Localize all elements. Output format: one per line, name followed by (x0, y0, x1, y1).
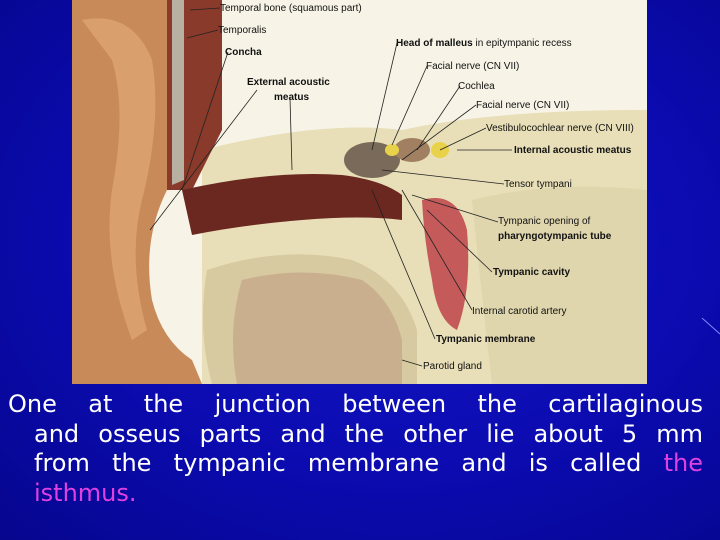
label-facial-nerve-1: Facial nerve (CN VII) (426, 61, 520, 72)
label-cochlea: Cochlea (458, 81, 495, 92)
slide-caption: One at the junction between the cartilag… (8, 390, 703, 508)
label-tensor-tympani: Tensor tympani (504, 179, 572, 190)
label-concha: Concha (225, 47, 262, 58)
label-parotid-gland: Parotid gland (423, 361, 482, 372)
label-vestibulocochlear: Vestibulocochlear nerve (CN VIII) (486, 123, 634, 134)
label-head-of-malleus: Head of malleus in epitympanic recess (396, 38, 572, 49)
label-tympanic-opening-1: Tympanic opening of (498, 216, 591, 227)
caption-line-2: and osseus parts and the other lie about… (34, 419, 703, 448)
decorative-slash-line (701, 318, 720, 335)
caption-highlight-isthmus: isthmus. (34, 478, 137, 507)
label-tympanic-membrane: Tympanic membrane (436, 334, 536, 345)
caption-line-3: from the tympanic membrane and is called… (34, 449, 703, 477)
label-internal-carotid: Internal carotid artery (472, 306, 567, 317)
label-temporalis: Temporalis (218, 25, 267, 36)
label-internal-acoustic-meatus: Internal acoustic meatus (514, 145, 632, 156)
label-facial-nerve-2: Facial nerve (CN VII) (476, 100, 570, 111)
label-temporal-bone: Temporal bone (squamous part) (220, 3, 362, 14)
caption-highlight-the: the (663, 449, 703, 477)
label-tympanic-opening-2: pharyngotympanic tube (498, 231, 612, 242)
label-tympanic-cavity: Tympanic cavity (493, 267, 571, 278)
caption-line-1: One at the junction between the cartilag… (8, 390, 703, 418)
caption-line-4: isthmus. (8, 479, 703, 509)
ear-anatomy-illustration (72, 0, 647, 384)
ear-anatomy-figure: Temporal bone (squamous part) Temporalis… (72, 0, 647, 384)
label-external-acoustic-1: External acoustic (247, 77, 330, 88)
label-external-acoustic-2: meatus (274, 92, 310, 103)
